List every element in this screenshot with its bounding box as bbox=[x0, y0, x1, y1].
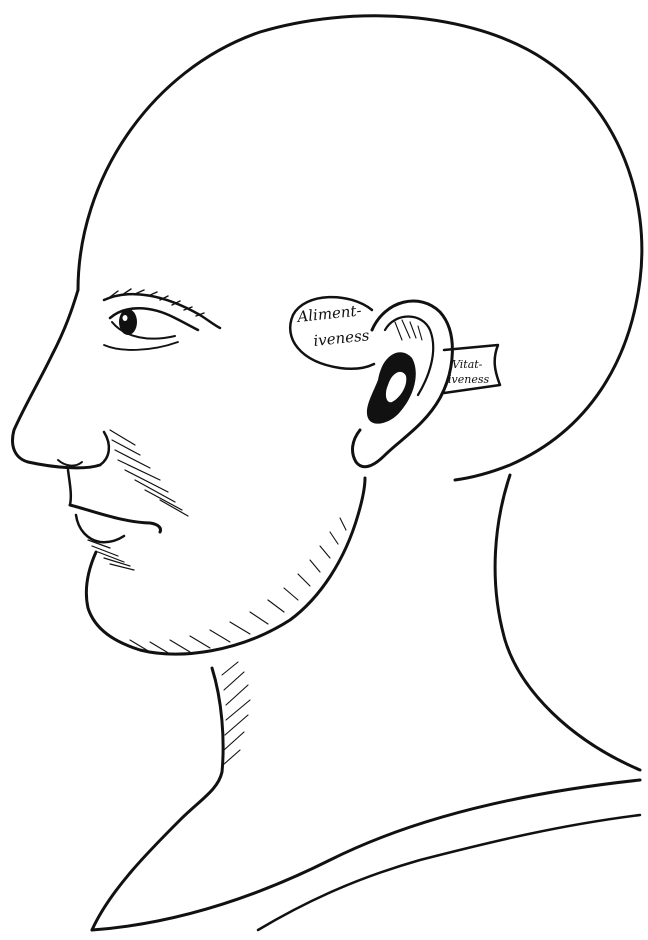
alimentiveness-label-line2: iveness bbox=[313, 326, 371, 350]
under-eye-line bbox=[104, 342, 178, 350]
collar-line-upper bbox=[92, 780, 640, 930]
cranium-outline bbox=[78, 16, 642, 480]
neck-hatching bbox=[222, 662, 250, 765]
jaw-hatching bbox=[130, 518, 346, 654]
upper-lip-outline bbox=[68, 470, 71, 505]
nostril-outline bbox=[100, 432, 109, 465]
vitativeness-label-line2: iveness bbox=[448, 373, 489, 386]
neck-back-outline bbox=[495, 475, 640, 770]
iris bbox=[119, 309, 137, 335]
cheek-hatching bbox=[110, 430, 188, 516]
ear-hatching bbox=[395, 320, 422, 340]
eye-highlight bbox=[123, 315, 128, 321]
collar-line-lower bbox=[258, 815, 640, 930]
forehead-and-nose-outline bbox=[13, 290, 100, 468]
vitativeness-label-line1: Vitat- bbox=[452, 358, 483, 371]
neck-front-outline bbox=[92, 668, 223, 930]
alimentiveness-label-line1: Aliment- bbox=[295, 301, 363, 326]
nostril-detail bbox=[58, 460, 82, 466]
mouth-line bbox=[70, 505, 161, 532]
